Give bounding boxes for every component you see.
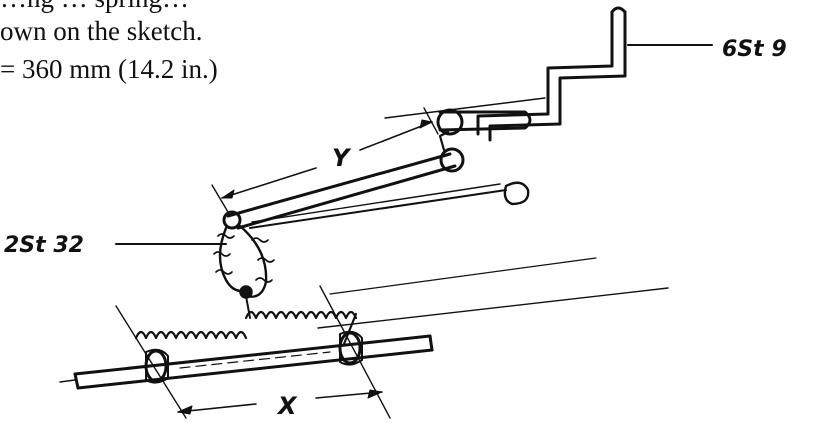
shaft-collar-right xyxy=(338,330,363,366)
dimension-y xyxy=(211,107,439,213)
lower-lever xyxy=(213,210,275,319)
dimension-x xyxy=(115,285,391,419)
crank-lever xyxy=(384,6,627,142)
label-dim-y: Y xyxy=(332,144,352,172)
label-6st9: 6St 9 xyxy=(722,37,787,62)
label-dim-x: X xyxy=(276,392,298,420)
shaft xyxy=(59,334,434,390)
shaft-collar-left xyxy=(144,348,169,384)
label-2st32: 2St 32 xyxy=(4,233,84,258)
description-line-2: own on the sketch. xyxy=(0,16,203,46)
description-line-3: = 360 mm (14.2 in.) xyxy=(0,54,218,84)
coil-spring xyxy=(134,310,358,346)
description-line-1: …ng … spring… xyxy=(0,0,189,12)
connecting-rod xyxy=(226,130,530,230)
